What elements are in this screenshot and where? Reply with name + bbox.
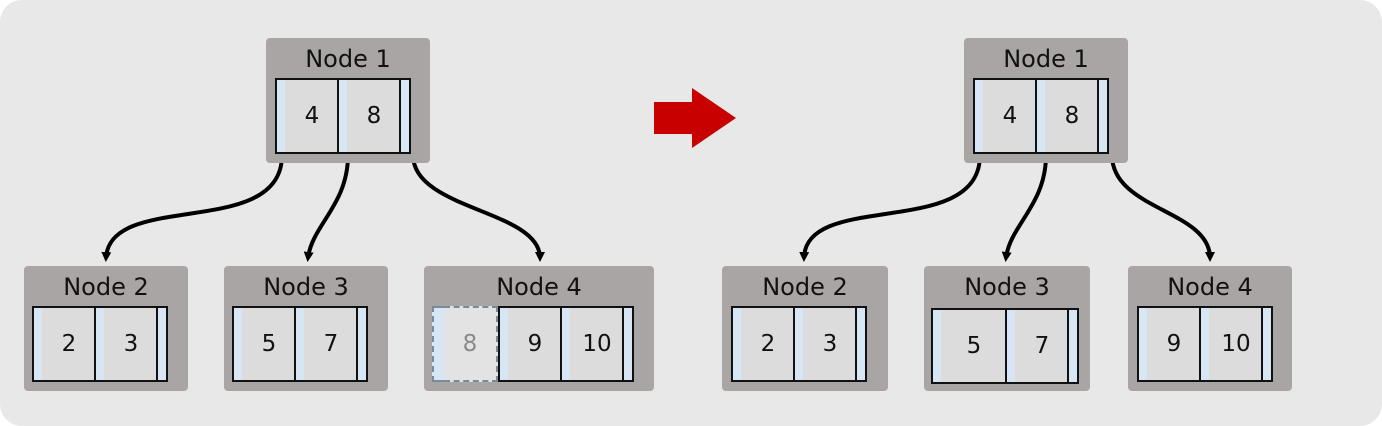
child-pointer	[356, 306, 368, 382]
ghost-pointer	[432, 306, 444, 382]
key-row: 8 9 10	[432, 306, 634, 382]
key-cell: 10	[1209, 306, 1263, 382]
node-title: Node 3	[964, 273, 1050, 301]
key-cell: 7	[304, 306, 358, 382]
before-node-2: Node 2 2 3	[24, 266, 188, 391]
key-row: 2 3	[32, 306, 168, 382]
key-row: 4 8	[973, 78, 1109, 154]
child-pointer	[156, 306, 168, 382]
right-arrow-icon	[654, 88, 736, 148]
child-pointer	[1067, 308, 1079, 384]
key-cell: 9	[508, 306, 562, 382]
before-node-1: Node 1 4 8	[266, 38, 430, 163]
key-cell: 8	[347, 78, 401, 154]
node-title: Node 3	[263, 273, 349, 301]
key-cell: 2	[42, 306, 96, 382]
key-row: 9 10	[1137, 306, 1273, 382]
child-pointer	[622, 306, 634, 382]
key-cell: 9	[1147, 306, 1201, 382]
ghost-key-cell: 8	[444, 306, 498, 382]
node-title: Node 4	[496, 273, 582, 301]
key-cell: 5	[941, 308, 1007, 384]
key-cell: 10	[570, 306, 624, 382]
edge-before-node1-node4	[411, 154, 545, 262]
key-cell: 3	[104, 306, 158, 382]
after-node-2: Node 2 2 3	[722, 266, 888, 391]
before-node-3: Node 3 5 7	[224, 266, 388, 391]
key-row: 2 3	[731, 306, 867, 382]
key-row: 5 7	[931, 308, 1079, 384]
key-cell: 4	[983, 78, 1037, 154]
before-node-4: Node 4 8 9 10	[424, 266, 654, 391]
key-cell: 3	[803, 306, 857, 382]
child-pointer	[1097, 78, 1109, 154]
node-title: Node 1	[305, 45, 391, 73]
node-title: Node 2	[762, 273, 848, 301]
edge-before-node1-node2	[101, 154, 284, 262]
after-node-3: Node 3 5 7	[924, 266, 1090, 391]
node-title: Node 4	[1167, 273, 1253, 301]
child-pointer	[1261, 306, 1273, 382]
node-title: Node 2	[63, 273, 149, 301]
edge-after-node1-node2	[799, 154, 982, 262]
key-cell: 8	[1045, 78, 1099, 154]
edge-after-node1-node4	[1110, 154, 1215, 262]
key-cell: 2	[741, 306, 795, 382]
edge-before-node1-node3	[303, 154, 350, 262]
after-node-4: Node 4 9 10	[1128, 266, 1292, 391]
edge-after-node1-node3	[1001, 154, 1048, 262]
after-node-1: Node 1 4 8	[964, 38, 1128, 163]
key-cell: 4	[285, 78, 339, 154]
node-title: Node 1	[1003, 45, 1089, 73]
key-row: 4 8	[275, 78, 411, 154]
child-pointer	[855, 306, 867, 382]
key-cell: 7	[1015, 308, 1069, 384]
key-cell: 5	[242, 306, 296, 382]
child-pointer	[399, 78, 411, 154]
key-row: 5 7	[232, 306, 368, 382]
